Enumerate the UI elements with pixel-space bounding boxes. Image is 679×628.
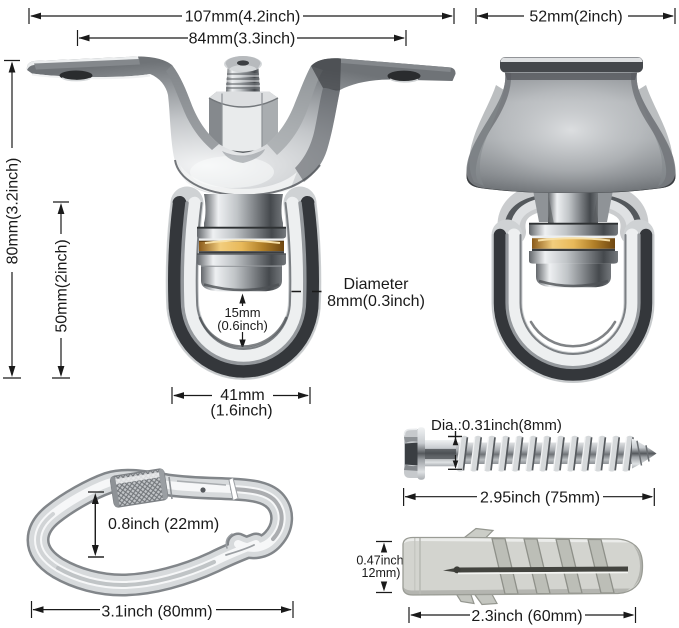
svg-text:2.3inch (60mm): 2.3inch (60mm) (471, 608, 582, 625)
svg-text:15mm: 15mm (224, 305, 260, 320)
svg-text:12mm): 12mm) (362, 566, 401, 580)
svg-text:2.95inch (75mm): 2.95inch (75mm) (480, 490, 600, 507)
svg-text:Dia.:0.31inch(8mm): Dia.:0.31inch(8mm) (431, 417, 562, 434)
svg-text:50mm(2inch): 50mm(2inch) (54, 239, 71, 332)
svg-text:41mm: 41mm (220, 387, 264, 404)
svg-text:(1.6inch): (1.6inch) (210, 403, 272, 420)
svg-text:80mm(3.2inch): 80mm(3.2inch) (5, 158, 22, 265)
svg-text:0.8inch (22mm): 0.8inch (22mm) (108, 516, 219, 533)
svg-text:8mm(0.3inch): 8mm(0.3inch) (327, 293, 425, 310)
svg-text:107mm(4.2inch): 107mm(4.2inch) (185, 9, 301, 26)
svg-text:0.47inch: 0.47inch (356, 554, 403, 568)
svg-text:Diameter: Diameter (344, 276, 410, 293)
svg-text:3.1inch (80mm): 3.1inch (80mm) (101, 604, 212, 621)
svg-text:84mm(3.3inch): 84mm(3.3inch) (189, 31, 296, 48)
svg-text:52mm(2inch): 52mm(2inch) (529, 9, 622, 26)
svg-text:(0.6inch): (0.6inch) (217, 318, 268, 333)
